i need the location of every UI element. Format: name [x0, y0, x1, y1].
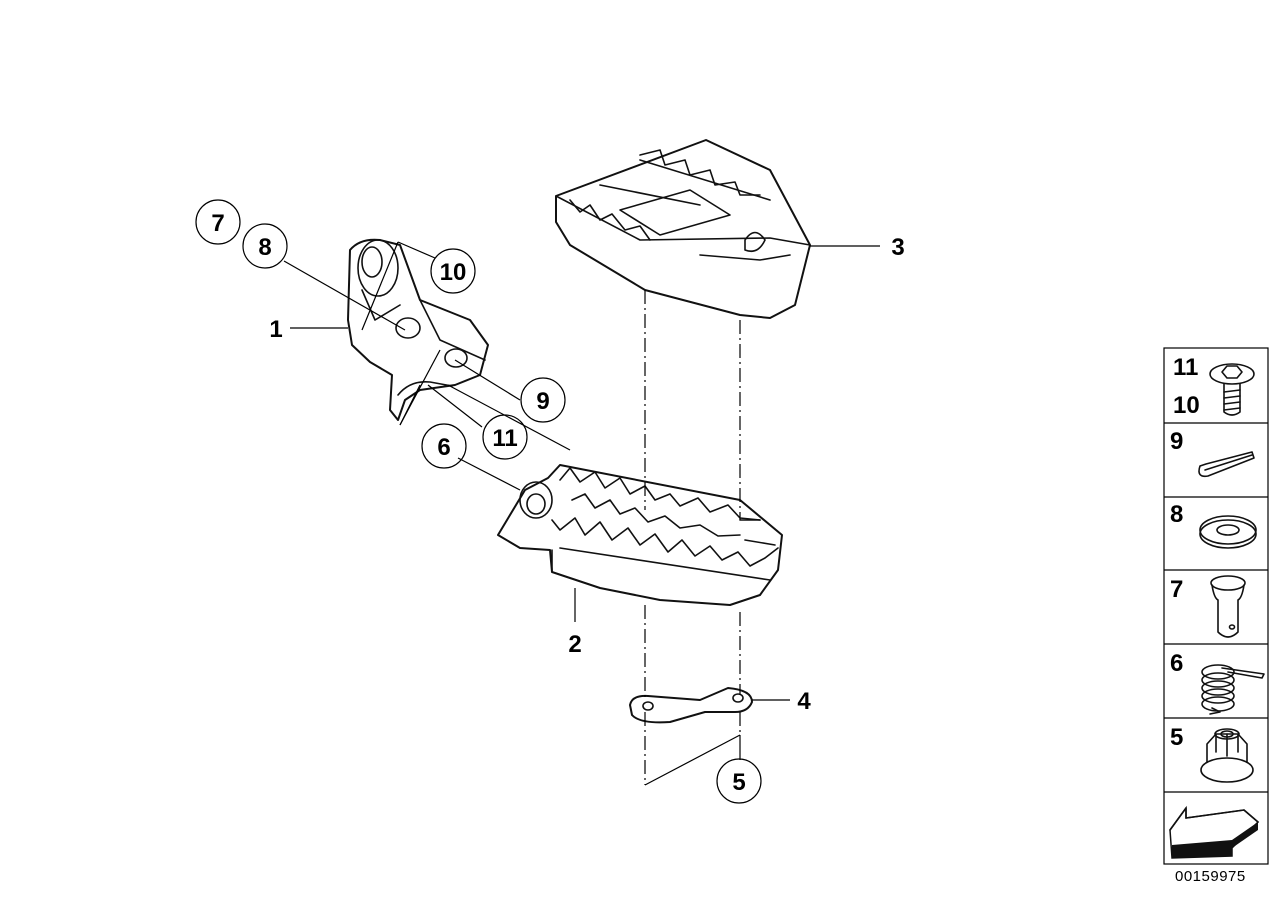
washer-icon	[1199, 515, 1257, 549]
svg-text:7: 7	[211, 210, 224, 237]
callout-6: 6	[421, 423, 467, 469]
svg-text:10: 10	[1173, 392, 1200, 419]
cotter-pin-icon	[1198, 451, 1255, 478]
svg-text:11: 11	[492, 425, 517, 452]
drawing-id: 00159975	[1175, 868, 1246, 885]
part-bracket	[347, 238, 489, 421]
legend-row-pin: 7	[1170, 575, 1246, 638]
callout-7: 7	[195, 199, 241, 245]
alignment-lines	[644, 290, 741, 785]
pin-icon	[1210, 575, 1246, 638]
svg-text:8: 8	[258, 234, 271, 261]
nut-icon	[1200, 728, 1254, 783]
legend-row-nut: 5	[1170, 724, 1254, 783]
legend-row-washer: 8	[1170, 501, 1257, 549]
svg-text:9: 9	[536, 388, 549, 415]
svg-text:6: 6	[1170, 650, 1183, 677]
callout-5: 5	[716, 758, 762, 804]
screw-icon	[1209, 363, 1255, 416]
leader-lines	[283, 241, 880, 786]
callout-4: 4	[797, 688, 811, 715]
part-rubber-pad	[555, 139, 811, 319]
callout-8: 8	[242, 223, 288, 269]
legend-row-cotter-pin: 9	[1170, 428, 1255, 478]
parts-legend: 11 10 9 8	[1163, 347, 1269, 865]
svg-text:5: 5	[732, 769, 745, 796]
svg-text:5: 5	[1170, 724, 1183, 751]
legend-row-spring: 6	[1170, 650, 1265, 715]
svg-text:8: 8	[1170, 501, 1183, 528]
part-footpeg	[497, 464, 783, 606]
svg-text:10: 10	[440, 259, 467, 286]
callout-11: 11	[482, 414, 528, 460]
callout-10: 10	[430, 248, 476, 294]
svg-text:7: 7	[1170, 576, 1183, 603]
callout-3: 3	[891, 234, 904, 261]
legend-row-screw: 11 10	[1173, 354, 1255, 419]
callout-9: 9	[520, 377, 566, 423]
svg-text:11: 11	[1173, 354, 1198, 381]
svg-text:6: 6	[437, 434, 450, 461]
callout-1: 1	[269, 316, 282, 343]
part-plate	[629, 687, 753, 724]
callout-2: 2	[568, 631, 581, 658]
direction-arrow-icon	[1169, 805, 1260, 859]
svg-text:9: 9	[1170, 428, 1183, 455]
spring-icon	[1201, 664, 1265, 715]
